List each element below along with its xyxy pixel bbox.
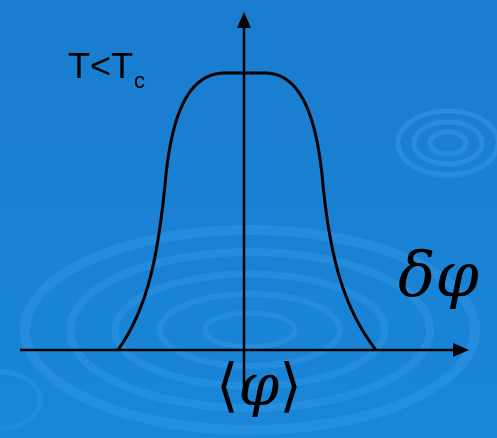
mean-left-bracket: ⟨ [216,351,239,419]
temperature-label: T<Tc [68,45,145,92]
distribution-curve [116,71,378,351]
mean-phi-symbol: φ [238,351,280,419]
horizontal-axis-arrowhead [453,343,469,357]
mean-field-label: ⟨φ⟩ [216,356,302,414]
mean-right-bracket: ⟩ [279,351,302,419]
ripple-decoration-large [20,225,480,435]
vertical-axis-arrowhead [237,12,251,28]
temperature-label-main: T<T [68,45,134,86]
horizontal-axis-label: δφ [398,238,479,311]
temperature-label-subscript: c [134,68,146,93]
ripple-decoration-small [395,108,497,178]
ripple-decoration-corner [0,369,43,431]
